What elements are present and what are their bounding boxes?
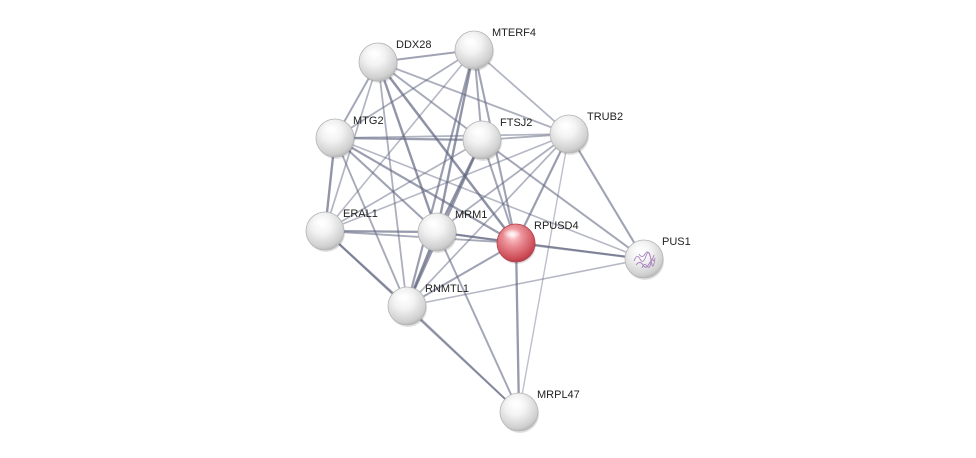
node-rpusd4[interactable]: RPUSD4	[497, 220, 579, 264]
node-trub2[interactable]: TRUB2	[550, 111, 623, 155]
node-highlight	[503, 229, 521, 239]
node-highlight	[424, 218, 442, 228]
node-highlight	[461, 36, 479, 46]
node-highlight	[394, 292, 412, 302]
node-highlight	[631, 245, 649, 255]
node-highlight	[322, 124, 340, 134]
node-label-trub2: TRUB2	[587, 111, 623, 123]
node-label-mterf4: MTERF4	[492, 27, 536, 39]
node-ddx28[interactable]: DDX28	[359, 39, 431, 83]
node-label-rnmtl1: RNMTL1	[425, 283, 469, 295]
node-label-pus1: PUS1	[662, 236, 691, 248]
node-label-mrm1: MRM1	[455, 209, 487, 221]
node-highlight	[365, 48, 383, 58]
node-rnmtl1[interactable]: RNMTL1	[388, 283, 469, 327]
node-mterf4[interactable]: MTERF4	[455, 27, 536, 71]
edge-trub2-pus1	[569, 134, 644, 259]
node-highlight	[556, 120, 574, 130]
node-label-ddx28: DDX28	[396, 39, 431, 51]
node-highlight	[469, 126, 487, 136]
node-label-rpusd4: RPUSD4	[534, 220, 579, 232]
edge-layer	[325, 50, 644, 412]
node-highlight	[312, 217, 330, 227]
node-label-eral1: ERAL1	[343, 208, 378, 220]
node-label-ftsj2: FTSJ2	[500, 117, 532, 129]
node-label-mtg2: MTG2	[353, 115, 384, 127]
node-highlight	[506, 398, 524, 408]
node-label-mrpl47: MRPL47	[537, 389, 580, 401]
edge-rpusd4-mrpl47	[516, 243, 519, 412]
edge-trub2-mrpl47	[519, 134, 569, 412]
node-pus1[interactable]: PUS1	[625, 236, 691, 280]
node-mrpl47[interactable]: MRPL47	[500, 389, 580, 433]
edge-ddx28-rnmtl1	[378, 62, 407, 306]
